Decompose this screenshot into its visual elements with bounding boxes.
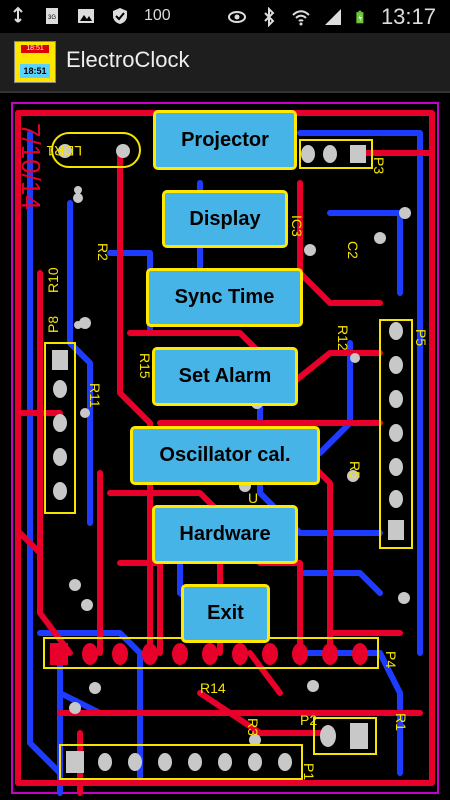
- battery-icon: [356, 10, 364, 24]
- svg-text:3G: 3G: [48, 15, 56, 21]
- set-alarm-button[interactable]: Set Alarm: [152, 347, 298, 406]
- label-p3: P3: [371, 157, 387, 174]
- label-p2: P2: [300, 712, 317, 728]
- label-p1: P1: [301, 763, 317, 780]
- label-p4: P4: [383, 651, 399, 668]
- status-left: 3G 100: [8, 6, 171, 26]
- label-p5: P5: [413, 329, 429, 346]
- label-r12: R12: [335, 325, 351, 351]
- label-r3: R3: [245, 718, 261, 736]
- label-c2: C2: [345, 241, 361, 259]
- label-date: 7/10/14: [16, 123, 46, 210]
- projector-button[interactable]: Projector: [153, 110, 297, 170]
- label-r11: R11: [87, 383, 103, 408]
- status-right: 13:17: [227, 4, 436, 30]
- status-bar: 3G 100 13:17: [0, 0, 450, 33]
- app-icon-top-text: 18:51: [21, 45, 49, 53]
- signal-icon: [324, 9, 341, 25]
- hardware-button[interactable]: Hardware: [152, 505, 298, 564]
- oscillator-cal-button[interactable]: Oscillator cal.: [130, 426, 320, 485]
- app-title: ElectroClock: [66, 47, 190, 72]
- sync-time-button[interactable]: Sync Time: [146, 268, 303, 327]
- eye-icon: [227, 11, 246, 23]
- exit-button[interactable]: Exit: [181, 584, 270, 643]
- battery-level-text: 100: [144, 7, 171, 24]
- label-ldr: LDR1: [46, 143, 82, 159]
- app-icon: 18:51 18:51: [14, 41, 56, 83]
- shield-icon: [113, 8, 127, 24]
- label-r2: R2: [95, 243, 111, 261]
- wifi-icon: [292, 10, 310, 26]
- display-button[interactable]: Display: [162, 190, 288, 248]
- action-bar: 18:51 18:51 ElectroClock: [0, 33, 450, 93]
- usb-icon: [13, 6, 23, 23]
- label-r1: R1: [393, 713, 409, 731]
- label-r5: R5: [347, 461, 363, 479]
- bluetooth-icon: [264, 7, 275, 27]
- label-u: U: [248, 490, 258, 506]
- app-icon-bottom-text: 18:51: [20, 64, 50, 78]
- label-ic3: IC3: [289, 215, 305, 237]
- image-icon: [78, 9, 94, 23]
- label-r14: R14: [200, 680, 226, 696]
- label-p8: P8: [45, 316, 61, 333]
- label-r15: R15: [137, 353, 153, 379]
- sim-icon: 3G: [46, 8, 58, 24]
- label-r10: R10: [45, 267, 61, 293]
- clock-time: 13:17: [380, 4, 436, 29]
